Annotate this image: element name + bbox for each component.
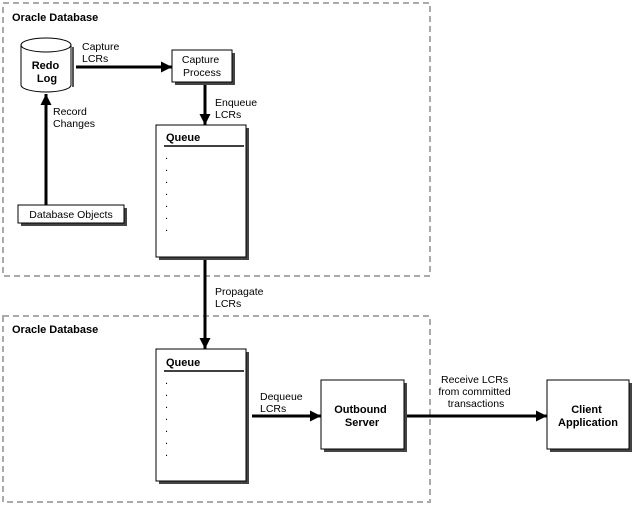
queue-entry: . xyxy=(165,150,168,162)
receive-lcrs-label: Receive LCRs from committed transactions xyxy=(438,374,513,410)
destination-queue-node: Queue ....... xyxy=(155,348,249,484)
client-application-label-line-1: Client xyxy=(571,404,602,416)
outbound-server-label: Outbound Server xyxy=(334,404,390,429)
queue-entry: . xyxy=(165,162,168,174)
source-database-region: Oracle Database xyxy=(2,2,431,277)
queue-entry: . xyxy=(165,411,168,423)
redo-log-label-line-2: Log xyxy=(37,73,57,85)
redo-log-cylinder-body xyxy=(20,45,72,93)
queue-entry: . xyxy=(165,387,168,399)
outbound-server-node: Outbound Server xyxy=(320,379,407,452)
source-region-title: Oracle Database xyxy=(12,12,98,24)
receive-lcrs-label-line-2: from committed xyxy=(438,386,511,398)
propagate-lcrs-label: Propagate LCRs xyxy=(215,286,266,310)
client-application-label: Client Application xyxy=(558,404,618,429)
record-changes-label-line-2: Changes xyxy=(53,118,95,130)
client-application-label-line-2: Application xyxy=(558,417,618,429)
database-objects-node: Database Objects xyxy=(17,204,127,226)
queue-entry: . xyxy=(165,222,168,234)
destination-region-border xyxy=(2,315,431,503)
source-queue-title: Queue xyxy=(166,132,200,144)
queue-entry: . xyxy=(165,210,168,222)
outbound-server-label-line-2: Server xyxy=(345,417,380,429)
record-changes-label-line-1: Record xyxy=(53,106,87,118)
queue-entry: . xyxy=(165,198,168,210)
capture-lcrs-label-line-2: LCRs xyxy=(82,53,108,65)
dequeue-lcrs-label-line-1: Dequeue xyxy=(260,391,303,403)
dequeue-lcrs-label: Dequeue LCRs xyxy=(260,391,306,415)
receive-lcrs-label-line-3: transactions xyxy=(448,398,505,410)
enqueue-lcrs-label-line-2: LCRs xyxy=(215,109,241,121)
capture-process-label: Capture Process xyxy=(182,54,222,79)
queue-entry: . xyxy=(165,399,168,411)
redo-log-label: Redo Log xyxy=(32,60,63,85)
propagate-lcrs-label-line-2: LCRs xyxy=(215,298,241,310)
record-changes-label: Record Changes xyxy=(53,106,95,130)
outbound-server-label-line-1: Outbound xyxy=(334,404,387,416)
enqueue-lcrs-label-line-1: Enqueue xyxy=(215,97,257,109)
client-application-node: Client Application xyxy=(546,379,632,452)
capture-process-label-line-2: Process xyxy=(183,67,221,79)
queue-entry: . xyxy=(165,423,168,435)
source-region-border xyxy=(2,2,431,277)
queue-entry: . xyxy=(165,174,168,186)
source-queue-box xyxy=(155,124,247,258)
database-objects-box xyxy=(17,204,125,224)
database-objects-label: Database Objects xyxy=(29,209,112,221)
capture-process-node: Capture Process xyxy=(171,49,235,85)
capture-process-label-line-1: Capture xyxy=(182,54,220,66)
receive-lcrs-label-line-1: Receive LCRs xyxy=(441,374,508,386)
queue-entry: . xyxy=(165,435,168,447)
capture-lcrs-label-line-1: Capture xyxy=(82,41,120,53)
source-queue-entries: ....... xyxy=(165,150,168,234)
dequeue-lcrs-label-line-2: LCRs xyxy=(260,403,286,415)
propagate-lcrs-label-line-1: Propagate xyxy=(215,286,264,298)
enqueue-lcrs-label: Enqueue LCRs xyxy=(215,97,260,121)
redo-log-cylinder-top xyxy=(20,37,72,53)
queue-entry: . xyxy=(165,447,168,459)
capture-lcrs-label: Capture LCRs xyxy=(82,41,122,65)
destination-region-title: Oracle Database xyxy=(12,324,98,336)
queue-entry: . xyxy=(165,375,168,387)
source-queue-node: Queue ....... xyxy=(155,124,249,260)
destination-queue-entries: ....... xyxy=(165,375,168,459)
outbound-server-box xyxy=(320,379,405,450)
capture-process-box xyxy=(171,49,233,83)
client-application-box xyxy=(546,379,630,450)
redo-log-label-line-1: Redo xyxy=(32,60,60,72)
redo-log-node: Redo Log xyxy=(20,37,74,93)
queue-entry: . xyxy=(165,186,168,198)
destination-queue-title: Queue xyxy=(166,357,200,369)
destination-database-region: Oracle Database xyxy=(2,315,431,503)
